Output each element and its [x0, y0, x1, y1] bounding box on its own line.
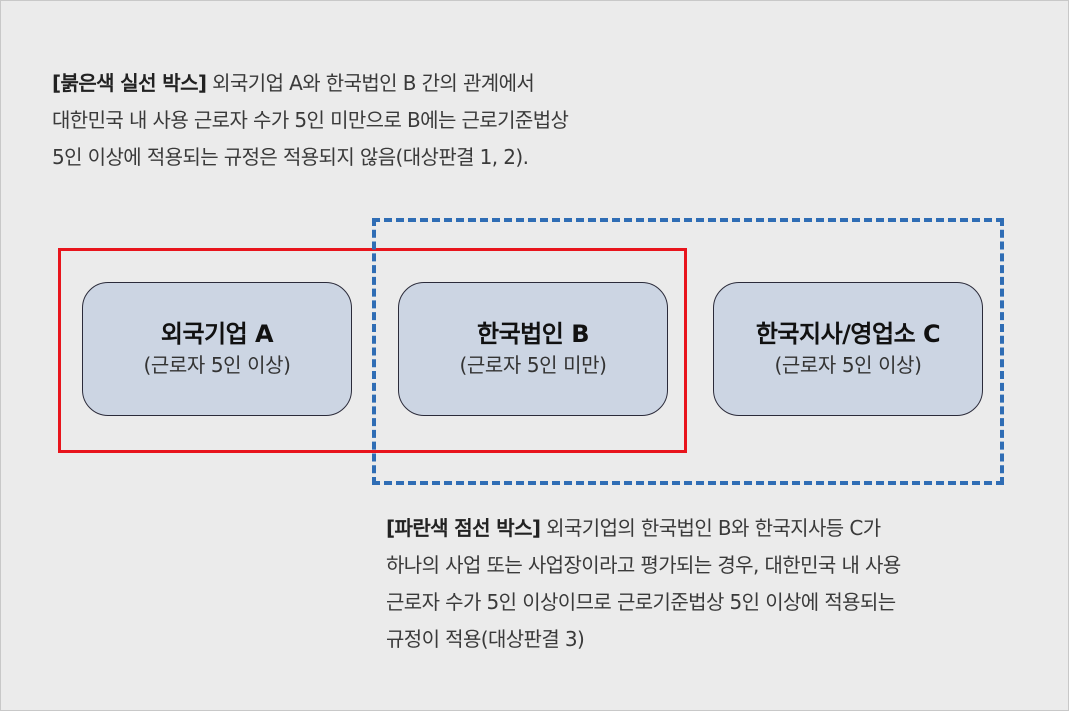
blue-note-line-3: 근로자 수가 5인 이상이므로 근로기준법상 5인 이상에 적용되는 — [386, 590, 896, 614]
entity-c-sub: (근로자 5인 이상) — [774, 353, 922, 377]
blue-note-lead: [파란색 점선 박스] — [386, 516, 541, 540]
entity-b-name: 한국법인 B — [477, 320, 589, 348]
red-note-line-1-text: 외국기업 A와 한국법인 B 간의 관계에서 — [206, 71, 535, 95]
blue-box-note: [파란색 점선 박스] 외국기업의 한국법인 B와 한국지사등 C가 하나의 사… — [386, 510, 901, 658]
blue-note-line-1-text: 외국기업의 한국법인 B와 한국지사등 C가 — [540, 516, 881, 540]
entity-b-sub: (근로자 5인 미만) — [459, 353, 607, 377]
blue-note-line-1: [파란색 점선 박스] 외국기업의 한국법인 B와 한국지사등 C가 — [386, 510, 901, 547]
entity-c-name: 한국지사/영업소 C — [755, 320, 941, 348]
red-note-line-2: 대한민국 내 사용 근로자 수가 5인 미만으로 B에는 근로기준법상 — [52, 108, 569, 132]
entity-korean-corp-b: 한국법인 B (근로자 5인 미만) — [398, 282, 668, 416]
entity-korean-branch-c: 한국지사/영업소 C (근로자 5인 이상) — [713, 282, 983, 416]
red-note-lead: [붉은색 실선 박스] — [52, 71, 207, 95]
blue-note-line-4: 규정이 적용(대상판결 3) — [386, 627, 585, 651]
red-box-note: [붉은색 실선 박스] 외국기업 A와 한국법인 B 간의 관계에서 대한민국 … — [52, 65, 569, 176]
blue-dashed-box — [372, 218, 1004, 485]
red-note-line-3: 5인 이상에 적용되는 규정은 적용되지 않음(대상판결 1, 2). — [52, 145, 529, 169]
entity-foreign-company-a: 외국기업 A (근로자 5인 이상) — [82, 282, 352, 416]
entity-a-name: 외국기업 A — [160, 320, 274, 348]
entity-a-sub: (근로자 5인 이상) — [143, 353, 291, 377]
red-note-line-1: [붉은색 실선 박스] 외국기업 A와 한국법인 B 간의 관계에서 — [52, 65, 568, 102]
blue-note-line-2: 하나의 사업 또는 사업장이라고 평가되는 경우, 대한민국 내 사용 — [386, 553, 901, 577]
